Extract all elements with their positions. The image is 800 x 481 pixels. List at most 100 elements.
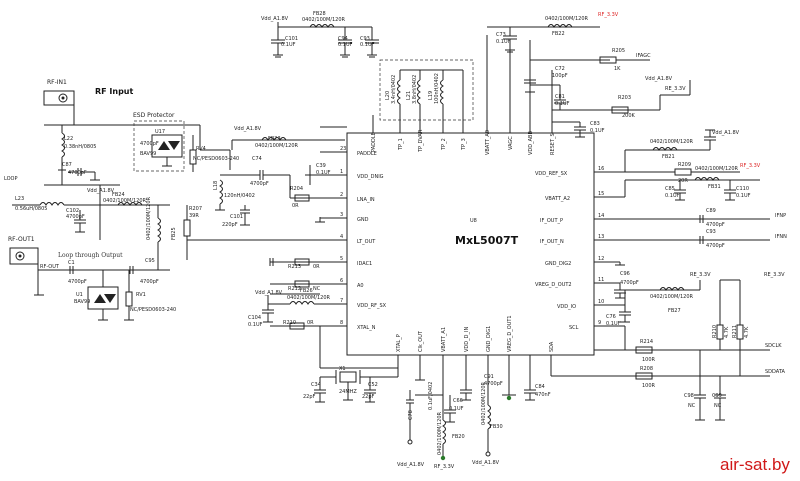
- c94-ref: C94: [338, 36, 348, 42]
- ifp-net: IFNP: [775, 213, 786, 219]
- pin-name-if-out-p: IF_OUT_P: [540, 218, 563, 224]
- pin-name-vdd-ref-sx: VDD_REF_SX: [535, 171, 568, 177]
- r207-ref: R207: [189, 206, 202, 212]
- fb24-value: 0402/100M/120R: [103, 198, 146, 204]
- c1-value: 4700pF: [68, 279, 87, 285]
- c101-value: 0.1UF: [281, 42, 296, 48]
- pin-num-r6: 11: [598, 277, 604, 283]
- c96-ref: C96: [620, 271, 630, 277]
- c39-ref: C39: [316, 163, 326, 169]
- pin-name-sda: SDA: [549, 341, 555, 352]
- r205-ref: R205: [612, 48, 625, 54]
- l23-value: 0.56uH/0805: [15, 206, 47, 212]
- c73-ref: C73: [496, 32, 506, 38]
- rf33-bottom: RF_3.3V: [434, 464, 455, 470]
- rf33-top: RF_3.3V: [598, 12, 619, 18]
- r210b-value: 4.7K: [724, 326, 730, 338]
- pin-name-gnd: GND: [357, 217, 369, 223]
- l22-value: 0.38nH/0805: [64, 144, 96, 150]
- pin-name-vbatt-a0: VBATT_A0: [485, 130, 491, 155]
- pin-num-r8: 9: [598, 320, 601, 326]
- r211-value: 4.7K: [744, 326, 750, 338]
- fb24-ref: FB24: [112, 192, 125, 198]
- r204-value: 0R: [292, 203, 299, 209]
- r210b-ref: R210: [712, 325, 718, 338]
- u1-value: BAV99: [74, 299, 90, 305]
- pin-num-r1: 16: [598, 166, 604, 172]
- l18-value: 120nH/0402: [224, 193, 255, 199]
- pin-num-r2: 15: [598, 191, 604, 197]
- c91-ref: C91: [484, 374, 494, 380]
- vdd-a18-bottom-2: Vdd_A1.8V: [472, 460, 500, 466]
- pin-name-reset-s: RESET_S: [550, 133, 556, 155]
- pin-name-tp1: TP_1: [398, 138, 404, 151]
- fb30-value: 0402/100M/120R: [481, 382, 487, 425]
- pin-name-lt-out: LT_OUT: [357, 239, 376, 245]
- c84-value: 470nF: [535, 392, 551, 398]
- r209-ref: R209: [678, 162, 691, 168]
- fb27-ref: FB27: [668, 308, 681, 314]
- r210-value: 0R: [307, 320, 314, 326]
- u1-ref: U1: [76, 292, 83, 298]
- bottom-pin-group: [397, 355, 552, 372]
- tp-inductor-box: [379, 59, 474, 121]
- c93b-ref: C93: [706, 229, 716, 235]
- r212-ref: R212: [288, 286, 301, 292]
- watermark: air-sat.by: [720, 455, 790, 474]
- fb31-ref: FB31: [708, 184, 721, 190]
- l19-ref: L19: [428, 91, 434, 100]
- r208-ref: R208: [640, 366, 653, 372]
- pin-name-vbatt-a2: VBATT_A2: [545, 196, 570, 202]
- c78-ref: C78: [408, 410, 414, 420]
- ic-name: MxL5007T: [455, 234, 519, 247]
- x1-value: 24MHZ: [339, 389, 357, 395]
- re33-a: RE_3.3V: [665, 86, 686, 92]
- pin-num-l7: 6: [340, 278, 343, 284]
- pin-name-paddle: PADDLE: [357, 151, 377, 157]
- loop-through-title: Loop through Output: [58, 252, 123, 259]
- c101b-value: 220pF: [222, 222, 238, 228]
- pin-name-vreg-d-out1: VREG_D_OUT1: [507, 315, 513, 352]
- c73-value: 0.1UF: [496, 39, 511, 45]
- pin-num-l5: 4: [340, 234, 343, 240]
- ic-body: [346, 132, 595, 356]
- c76-ref: C76: [606, 314, 616, 320]
- c98-ref: C98: [684, 393, 694, 399]
- c78-value: 0.1uF/0402: [428, 382, 434, 410]
- pin-name-gnd-dig1: GND_DIG1: [486, 326, 492, 352]
- sdclk-net: SDCLK: [765, 343, 782, 349]
- pin-name-clk-out: Clk_OUT: [418, 330, 424, 352]
- l21-ref: L21: [406, 91, 412, 100]
- c93-value: 0.1UF: [360, 42, 375, 48]
- c52-ref: C52: [368, 382, 378, 388]
- r208-value: 100R: [642, 383, 656, 389]
- ic-ref: U8: [470, 218, 477, 224]
- rf-out-label: RF-OUT1: [8, 236, 35, 243]
- left-pin-group: [320, 126, 347, 327]
- c83-ref: C83: [590, 121, 600, 127]
- esd-protector-title: ESD Protector: [133, 112, 175, 119]
- pin-name-vdd-abb: VDD_ABB: [528, 131, 534, 155]
- rf-input-title: RF Input: [95, 87, 134, 96]
- pin-name-scl: SCL: [569, 325, 579, 331]
- c101-ref: C101: [285, 36, 298, 42]
- c72-value: 100pF: [552, 73, 568, 79]
- c89-ref: C89: [706, 208, 716, 214]
- rf-out-network: [34, 256, 170, 321]
- pin-name-vbatt-a1: VBATT_A1: [441, 327, 447, 352]
- c83-value: 0.1UF: [590, 128, 605, 134]
- u17-ref: U17: [155, 129, 165, 135]
- r213-ref: R213: [288, 264, 301, 270]
- pin-name-vagc: VAGC: [508, 136, 514, 150]
- c85-ref: C85: [665, 186, 675, 192]
- fb22-ref: FB22: [552, 31, 565, 37]
- pin-num-r5: 12: [598, 256, 604, 262]
- pin-num-l3: 2: [340, 192, 343, 198]
- ifagc-net: IFAGC: [636, 53, 651, 59]
- pin-name-tp2: TP_2: [441, 138, 447, 151]
- c74-value: 4700pF: [250, 181, 269, 187]
- c98-value: NC: [688, 403, 696, 409]
- re33-b: RE_3.3V: [690, 272, 711, 278]
- l21-value: 3.8nH/0402: [412, 75, 418, 104]
- pin-name-xtal-n: XTAL_N: [357, 325, 376, 331]
